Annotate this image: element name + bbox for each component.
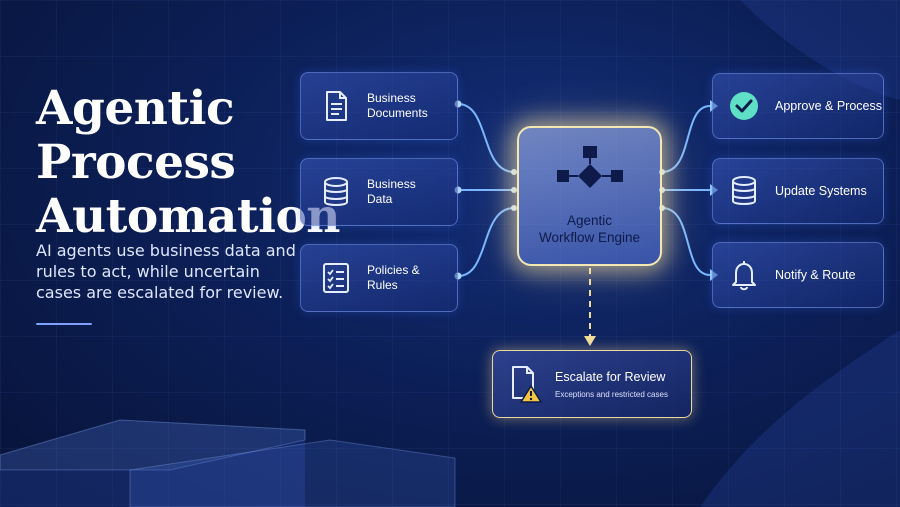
database-icon [727, 174, 761, 208]
title-divider [36, 323, 92, 325]
page-subtitle: AI agents use business data and rules to… [36, 241, 296, 302]
input-business-data: Business Data [300, 158, 458, 226]
input-business-documents: Business Documents [300, 72, 458, 140]
checklist-icon [319, 261, 353, 295]
input-label: Business Data [367, 177, 416, 207]
engine-label: Agentic Workflow Engine [539, 212, 640, 246]
bell-icon [727, 258, 761, 292]
workflow-engine-card: Agentic Workflow Engine [517, 126, 662, 266]
label-line: Business [367, 177, 416, 191]
document-warning-icon [509, 364, 543, 404]
document-icon [319, 89, 353, 123]
output-label: Approve & Process [775, 98, 882, 113]
output-notify-route: Notify & Route [712, 242, 884, 308]
output-label: Notify & Route [775, 267, 856, 282]
output-update-systems: Update Systems [712, 158, 884, 224]
escalate-subtitle: Exceptions and restricted cases [555, 390, 668, 399]
title-line: Process [36, 135, 236, 190]
label-line: Policies & [367, 263, 420, 277]
title-line: Automation [36, 189, 340, 244]
label-line: Documents [367, 106, 428, 120]
escalate-text: Escalate for Review Exceptions and restr… [555, 369, 668, 399]
escalate-title: Escalate for Review [555, 370, 666, 384]
label-line: Rules [367, 278, 398, 292]
page-title: Agentic Process Automation [36, 81, 340, 244]
check-circle-icon [727, 89, 761, 123]
label-line: Workflow Engine [538, 230, 641, 245]
label-line: Data [367, 192, 393, 206]
input-label: Policies & Rules [367, 263, 420, 293]
output-label: Update Systems [775, 183, 867, 198]
database-icon [319, 175, 353, 209]
workflow-diagram-icon [555, 144, 625, 204]
input-label: Business Documents [367, 91, 428, 121]
label-line: Business [367, 91, 416, 105]
input-policies-rules: Policies & Rules [300, 244, 458, 312]
output-approve-process: Approve & Process [712, 73, 884, 139]
escalate-review-card: Escalate for Review Exceptions and restr… [492, 350, 692, 418]
label-line: Agentic [566, 213, 612, 228]
title-line: Agentic [36, 81, 235, 136]
